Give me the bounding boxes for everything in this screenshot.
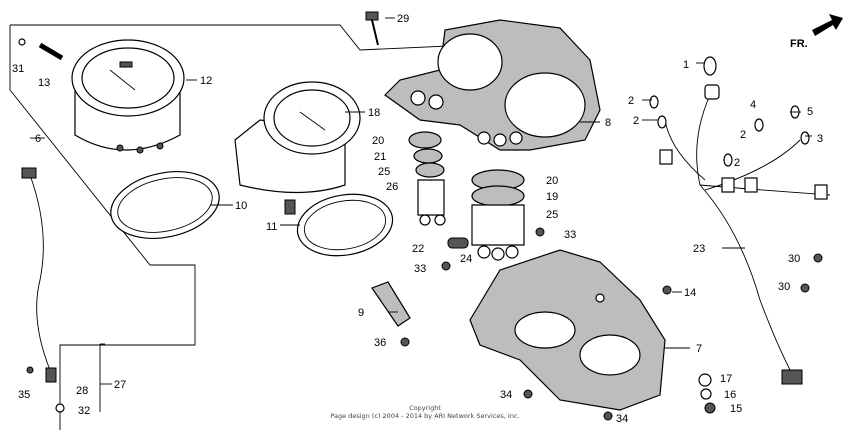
callout-32: 32 xyxy=(78,405,90,417)
bulb-part xyxy=(447,237,469,249)
grommet-17-part xyxy=(698,373,712,387)
speedometer-cable-part xyxy=(21,167,57,383)
callout-11: 11 xyxy=(266,221,277,233)
callout-1: 1 xyxy=(683,59,689,71)
bolt-part xyxy=(365,11,379,46)
speedometer-ring-part xyxy=(110,171,220,239)
screw-34a-part xyxy=(523,389,533,399)
callout-9: 9 xyxy=(358,307,364,319)
tachometer-ring-part xyxy=(296,193,394,257)
callout-10: 10 xyxy=(235,200,247,212)
callout-27: 27 xyxy=(114,379,126,391)
footer-page-design: Page design (c) 2004 - 2014 by ARI Netwo… xyxy=(330,412,519,420)
callout-34a: 34 xyxy=(500,389,512,401)
callout-20b: 20 xyxy=(546,175,558,187)
callout-35: 35 xyxy=(18,389,30,401)
screw-35-part xyxy=(26,366,34,374)
callout-4: 4 xyxy=(750,99,756,111)
callout-25b: 25 xyxy=(546,209,558,221)
lower-cover-part xyxy=(469,249,666,411)
callout-3: 3 xyxy=(817,133,823,145)
callout-21: 21 xyxy=(374,151,386,163)
callout-15: 15 xyxy=(730,403,742,415)
callout-28: 28 xyxy=(76,385,88,397)
screw-30a-part xyxy=(813,253,823,263)
callout-19: 19 xyxy=(546,191,558,203)
callout-29: 29 xyxy=(397,13,409,25)
front-direction-arrow-icon xyxy=(812,14,843,36)
callout-18: 18 xyxy=(368,107,380,119)
screw-36-part xyxy=(400,337,410,347)
callout-23: 23 xyxy=(693,243,705,255)
bulb-1-part xyxy=(703,56,717,76)
callout-33a: 33 xyxy=(564,229,576,241)
callout-34b: 34 xyxy=(616,413,628,425)
screw-33a-part xyxy=(535,227,545,237)
callout-2c: 2 xyxy=(740,129,746,141)
screw-33b-part xyxy=(441,261,451,271)
callout-5: 5 xyxy=(807,106,813,118)
callout-6: 6 xyxy=(35,133,41,145)
nut-15-part xyxy=(704,402,716,414)
pin-part xyxy=(18,38,64,61)
callout-30b: 30 xyxy=(778,281,790,293)
callout-8: 8 xyxy=(605,117,611,129)
direction-label: FR. xyxy=(790,38,808,50)
callout-30a: 30 xyxy=(788,253,800,265)
meter-case-part xyxy=(384,19,601,151)
footer-copyright: Copyright xyxy=(409,404,441,412)
callout-24: 24 xyxy=(460,253,472,265)
callout-2d: 2 xyxy=(734,157,740,169)
callout-22: 22 xyxy=(412,243,424,255)
bracket-part xyxy=(371,281,411,327)
callout-13: 13 xyxy=(38,77,50,89)
washer-32-part xyxy=(55,403,65,413)
callout-20a: 20 xyxy=(372,135,384,147)
callout-33b: 33 xyxy=(414,263,426,275)
callout-2b: 2 xyxy=(633,115,639,127)
callout-12: 12 xyxy=(200,75,212,87)
callout-17: 17 xyxy=(720,373,732,385)
screw-14-part xyxy=(662,285,672,295)
screw-30b-part xyxy=(800,283,810,293)
callout-36: 36 xyxy=(374,337,386,349)
leader-lines xyxy=(30,17,812,412)
callout-2a: 2 xyxy=(628,95,634,107)
speedometer-part xyxy=(71,39,185,154)
callout-31: 31 xyxy=(12,63,24,75)
right-socket-stack-part xyxy=(471,169,525,261)
callout-7: 7 xyxy=(696,343,702,355)
tachometer-part xyxy=(234,81,361,215)
left-socket-stack-part xyxy=(408,131,446,226)
callout-14: 14 xyxy=(684,287,696,299)
collar-16-part xyxy=(700,388,712,400)
callout-25a: 25 xyxy=(378,166,390,178)
callout-26: 26 xyxy=(386,181,398,193)
wire-harness-part xyxy=(659,84,831,385)
screw-34b-part xyxy=(603,411,613,421)
callout-16: 16 xyxy=(724,389,736,401)
